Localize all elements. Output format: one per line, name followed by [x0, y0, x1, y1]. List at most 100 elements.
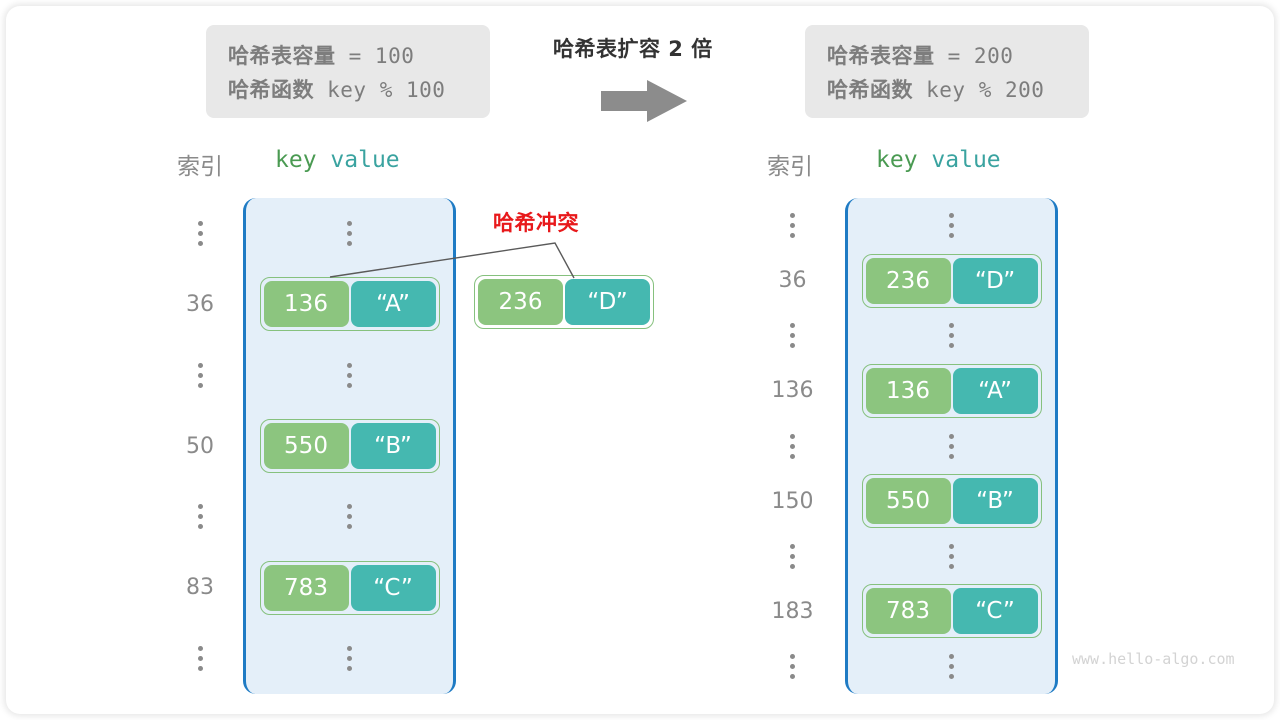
right-key-header: key: [876, 147, 918, 173]
vertical-dots-icon: [790, 433, 795, 459]
bucket-entry-row: 236“D”: [845, 245, 1058, 317]
index-label: 50: [186, 433, 214, 459]
vertical-dots-icon: [347, 362, 352, 388]
bucket-dots-row: [243, 339, 456, 411]
vertical-dots-icon: [197, 362, 203, 388]
collision-label: 哈希冲突: [493, 211, 579, 235]
pair-key: 136: [865, 367, 951, 414]
collision-pair-cell: 236 “D”: [474, 275, 654, 329]
bucket-entry-row: 783“C”: [243, 552, 456, 624]
pair-value: “D”: [565, 279, 650, 325]
pair: 236“D”: [861, 253, 1042, 308]
pair-value: “A”: [952, 367, 1038, 414]
pair: 136“A”: [259, 277, 440, 332]
bucket-dots-row: [243, 197, 456, 269]
pair-value: “C”: [350, 564, 436, 611]
bucket-dots-row: [845, 630, 1058, 702]
pair-key: 236: [478, 279, 563, 325]
bucket-dots-row: [845, 410, 1058, 482]
pair-value: “C”: [952, 588, 1038, 635]
pair: 550“B”: [861, 474, 1042, 529]
bucket-dots-row: [845, 520, 1058, 592]
pair-value: “D”: [952, 257, 1038, 304]
index-dots: [755, 630, 830, 702]
after-info-box: 哈希表容量 = 200 哈希函数 key % 200: [805, 25, 1089, 118]
index-label: 36: [778, 268, 807, 294]
vertical-dots-icon: [949, 213, 954, 239]
left-kv-header: key value: [275, 147, 400, 173]
pair-key: 783: [263, 564, 349, 611]
index-dots: [755, 300, 830, 372]
index-dots: [170, 481, 230, 553]
vertical-dots-icon: [949, 323, 954, 349]
vertical-dots-icon: [790, 653, 795, 679]
bucket-dots-row: [243, 623, 456, 695]
index-dots: [170, 339, 230, 411]
pair-key: 783: [865, 588, 951, 635]
index-dots: [170, 623, 230, 695]
bucket-entry-row: 136“A”: [845, 355, 1058, 427]
vertical-dots-icon: [197, 646, 203, 672]
index-label: 83: [186, 575, 214, 601]
after-hashfunc-value: key % 200: [913, 78, 1045, 102]
vertical-dots-icon: [347, 504, 352, 530]
before-info-box: 哈希表容量 = 100 哈希函数 key % 100: [206, 25, 490, 118]
after-capacity-label: 哈希表容量: [827, 44, 935, 68]
index-dots: [755, 190, 830, 262]
watermark: www.hello-algo.com: [1072, 650, 1235, 668]
index-label: 36: [186, 291, 214, 317]
left-key-header: key: [275, 147, 317, 173]
before-capacity-value: = 100: [335, 44, 415, 68]
pair-key: 236: [865, 257, 951, 304]
pair: 136“A”: [861, 363, 1042, 418]
right-kv-header: key value: [876, 147, 1001, 173]
pair: 236 “D”: [474, 275, 654, 329]
pair-key: 136: [263, 281, 349, 328]
pair-value: “B”: [952, 478, 1038, 525]
right-arrow-icon: [601, 80, 687, 122]
vertical-dots-icon: [347, 220, 352, 246]
vertical-dots-icon: [949, 433, 954, 459]
pair: 783“C”: [259, 560, 440, 615]
expand-caption: 哈希表扩容 2 倍: [553, 37, 713, 61]
pair: 550“B”: [259, 419, 440, 473]
index-label: 150: [771, 488, 814, 514]
index-dots: [170, 197, 230, 269]
before-capacity-label: 哈希表容量: [228, 44, 336, 68]
before-hashfunc-label: 哈希函数: [228, 78, 314, 102]
vertical-dots-icon: [790, 543, 795, 569]
bucket-entry-row: 550“B”: [243, 410, 456, 482]
index-dots: [755, 410, 830, 482]
image-frame: [6, 6, 1274, 714]
pair-value: “A”: [350, 281, 436, 328]
vertical-dots-icon: [197, 220, 203, 246]
bucket-dots-row: [243, 481, 456, 553]
pair-key: 550: [263, 423, 349, 469]
before-hashfunc-value: key % 100: [314, 78, 446, 102]
vertical-dots-icon: [347, 646, 352, 672]
before-capacity-line: 哈希表容量 = 100: [228, 39, 468, 73]
index-dots: [755, 520, 830, 592]
bucket-dots-row: [845, 190, 1058, 262]
left-index-header: 索引: [177, 154, 223, 180]
before-hashfunc-line: 哈希函数 key % 100: [228, 73, 468, 107]
pair-value: “B”: [350, 423, 436, 469]
vertical-dots-icon: [790, 323, 795, 349]
left-value-header: value: [330, 147, 400, 173]
vertical-dots-icon: [790, 213, 795, 239]
after-hashfunc-label: 哈希函数: [827, 78, 913, 102]
right-value-header: value: [931, 147, 1001, 173]
vertical-dots-icon: [949, 543, 954, 569]
after-capacity-line: 哈希表容量 = 200: [827, 39, 1067, 73]
bucket-dots-row: [845, 300, 1058, 372]
vertical-dots-icon: [949, 653, 954, 679]
bucket-entry-row: 783“C”: [845, 575, 1058, 647]
index-label: 136: [771, 378, 814, 404]
bucket-entry-row: 136“A”: [243, 268, 456, 340]
after-hashfunc-line: 哈希函数 key % 200: [827, 73, 1067, 107]
vertical-dots-icon: [197, 504, 203, 530]
after-capacity-value: = 200: [934, 44, 1014, 68]
index-label: 183: [771, 598, 814, 624]
pair: 783“C”: [861, 584, 1042, 639]
